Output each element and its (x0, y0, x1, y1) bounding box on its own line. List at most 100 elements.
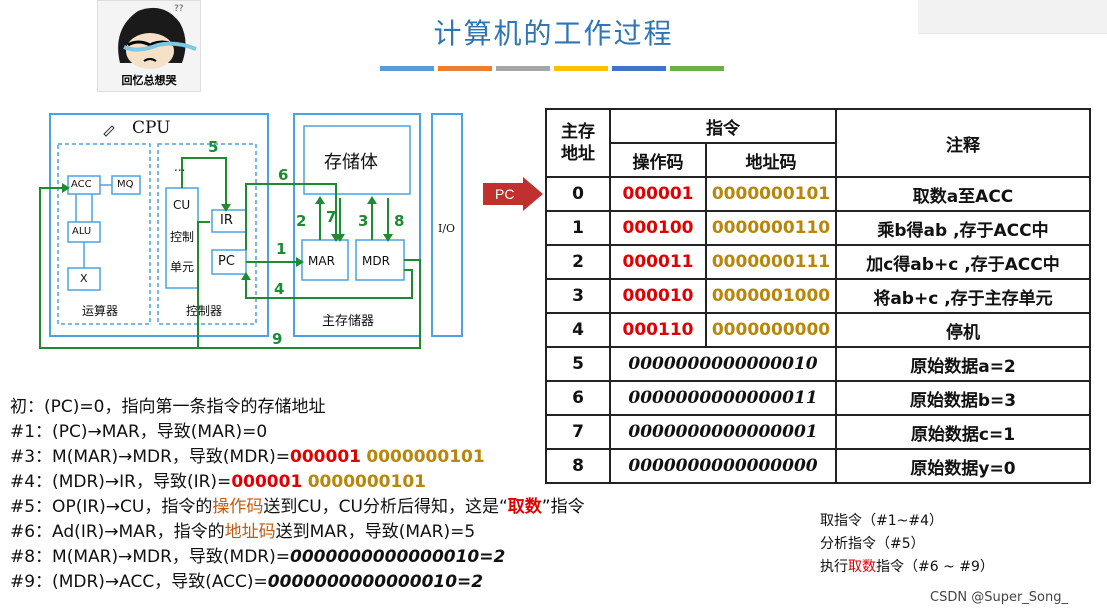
title-underline-segment (612, 66, 666, 71)
note-execute-a: 执行 (820, 559, 848, 575)
row-note: 原始数据a=2 (835, 346, 1091, 382)
row-address: 6 (545, 380, 611, 416)
step-3-opcode: 000001 (290, 447, 361, 467)
row-note: 将ab+c ,存于主存单元 (835, 278, 1091, 314)
computer-structure-diagram: CPU ACC MQ ALU X 运算器 CU 控制 单元 IR PC 控制器 … (36, 112, 476, 372)
note-execute: 执行取数指令（#6 ~ #9） (820, 556, 994, 579)
step-number-8: 8 (394, 212, 405, 230)
step-number-9: 9 (272, 330, 283, 348)
crying-face-icon: ?? (118, 4, 197, 69)
step-4-address: 0000000101 (307, 472, 426, 492)
svg-text:??: ?? (174, 4, 184, 14)
row-opcode: 000100 (609, 210, 707, 246)
alu-unit: ALU (72, 226, 92, 237)
row-address: 2 (545, 244, 611, 280)
corner-decoration (918, 0, 1107, 34)
x-register: X (80, 272, 88, 285)
step-3: #3：M(MAR)→MDR，导致(MDR)=000001 0000000101 (10, 442, 485, 467)
row-address: 0 (545, 176, 611, 212)
header-notes: 注释 (835, 108, 1091, 178)
row-address-code: 0000000111 (705, 244, 837, 280)
acc-register: ACC (71, 179, 92, 190)
title-underline-segment (496, 66, 550, 71)
row-opcode: 000001 (609, 176, 707, 212)
step-8-text: #8：M(MAR)→MDR，导致(MDR)= (10, 547, 290, 567)
step-4-text: #4：(MDR)→IR，导致(IR)= (10, 472, 232, 492)
note-execute-c: 指令（#6 ~ #9） (876, 559, 994, 575)
alu-section-label: 运算器 (82, 304, 119, 318)
row-address: 1 (545, 210, 611, 246)
step-6-text-c: 送到MAR，导致(MAR)=5 (275, 522, 476, 542)
step-5-opcode-word: 操作码 (212, 497, 264, 517)
header-address-code: 地址码 (705, 142, 837, 178)
row-note: 乘b得ab ,存于ACC中 (835, 210, 1091, 246)
title-underline-segment (670, 66, 724, 71)
mq-register: MQ (117, 179, 134, 190)
row-address-code: 0000001000 (705, 278, 837, 314)
diagram-lines (39, 113, 463, 349)
ir-register: IR (220, 213, 233, 228)
row-data-value: 0000000000000010 (609, 346, 837, 382)
control-section-label: 控制器 (186, 304, 223, 318)
row-note: 原始数据c=1 (835, 414, 1091, 450)
row-opcode: 000011 (609, 244, 707, 280)
step-number-3: 3 (358, 212, 369, 230)
row-address: 4 (545, 312, 611, 348)
row-address-code: 0000000101 (705, 176, 837, 212)
avatar-caption: 回忆总想哭 (121, 74, 177, 87)
step-6-text-a: #6：Ad(IR)→MAR，指令的 (10, 522, 225, 542)
note-fetch: 取指令（#1~#4） (820, 513, 944, 529)
row-address-code: 0000000110 (705, 210, 837, 246)
step-9-value: 0000000000000010=2 (267, 572, 484, 592)
step-3-address: 0000000101 (366, 447, 485, 467)
step-5-fetch-word: 取数 (507, 497, 542, 517)
step-5-text-a: #5：OP(IR)→CU，指令的 (10, 497, 213, 517)
title-underline-segment (438, 66, 492, 71)
step-number-6: 6 (278, 166, 289, 184)
storage-label: 存储体 (324, 152, 378, 173)
watermark: CSDN @Super_Song_ (930, 590, 1068, 605)
pc-register: PC (218, 254, 235, 269)
cpu-label: CPU (132, 118, 171, 138)
row-data-value: 0000000000000001 (609, 414, 837, 450)
row-data-value: 0000000000000000 (609, 448, 837, 484)
title-underline-segment (554, 66, 608, 71)
step-number-5: 5 (208, 138, 219, 156)
note-execute-b: 取数 (848, 559, 876, 575)
pc-pointer-arrow: PC (483, 177, 543, 211)
step-9: #9：(MDR)→ACC，导致(ACC)=0000000000000010=2 (10, 567, 483, 592)
cu-sub-label-2: 单元 (170, 260, 195, 274)
row-note: 取数a至ACC (835, 176, 1091, 212)
mdr-register: MDR (362, 254, 390, 268)
step-init: 初：(PC)=0，指向第一条指令的存储地址 (10, 397, 326, 417)
phase-notes: 取指令（#1~#4） 分析指令（#5） 执行取数指令（#6 ~ #9） (820, 510, 994, 579)
io-label: I/O (438, 222, 456, 235)
step-3-text: #3：M(MAR)→MDR，导致(MDR)= (10, 447, 290, 467)
step-4: #4：(MDR)→IR，导致(IR)=000001 0000000101 (10, 467, 426, 492)
pc-pointer-label: PC (495, 186, 514, 202)
header-instruction: 指令 (609, 108, 837, 144)
row-note: 加c得ab+c ,存于ACC中 (835, 244, 1091, 280)
row-data-value: 0000000000000011 (609, 380, 837, 416)
header-opcode: 操作码 (609, 142, 707, 178)
note-decode: 分析指令（#5） (820, 536, 925, 552)
header-address: 主存 地址 (545, 108, 611, 178)
main-memory-label: 主存储器 (322, 314, 375, 329)
step-1: #1：(PC)→MAR，导致(MAR)=0 (10, 422, 268, 442)
step-number-4: 4 (274, 280, 285, 298)
step-9-text: #9：(MDR)→ACC，导致(ACC)= (10, 572, 268, 592)
step-5-text-c: 送到CU，CU分析后得知，这是“ (263, 497, 508, 517)
row-address: 7 (545, 414, 611, 450)
title-underline-segment (380, 66, 434, 71)
cu-label: CU (173, 198, 191, 212)
row-note: 原始数据y=0 (835, 448, 1091, 484)
row-note: 原始数据b=3 (835, 380, 1091, 416)
row-address: 3 (545, 278, 611, 314)
